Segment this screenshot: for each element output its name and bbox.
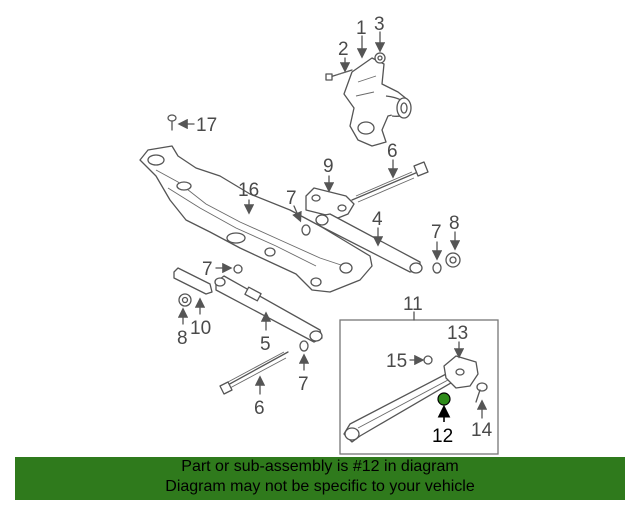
callout-6-lower: 6 — [254, 398, 265, 419]
callout-7-left: 7 — [202, 259, 213, 280]
callout-5: 5 — [260, 334, 271, 355]
bolt-part-17 — [167, 114, 177, 131]
callout-8-left: 8 — [177, 328, 188, 349]
callout-7-mid: 7 — [286, 188, 297, 209]
callout-17: 17 — [196, 115, 217, 136]
nut-part-15 — [423, 355, 433, 365]
adjust-link-part-5 — [214, 275, 323, 343]
highlighted-part-12 — [437, 392, 451, 406]
leader-lines — [177, 31, 488, 422]
info-banner: Part or sub-assembly is #12 in diagram D… — [15, 457, 625, 500]
bushing-part-8-left — [178, 293, 192, 307]
callout-13: 13 — [447, 323, 468, 344]
callout-11: 11 — [403, 294, 423, 315]
callout-6-upper: 6 — [387, 141, 398, 162]
callout-labels: 1 2 3 17 16 9 6 7 4 7 8 7 8 10 5 7 6 11 … — [177, 14, 493, 447]
callout-14: 14 — [471, 420, 493, 441]
callout-1: 1 — [356, 18, 367, 39]
callout-16: 16 — [238, 180, 259, 201]
banner-line-disclaimer: Diagram may not be specific to your vehi… — [165, 478, 475, 495]
callout-4: 4 — [372, 209, 383, 230]
bracket-part-9 — [305, 187, 355, 219]
nut-part-7-left — [233, 264, 243, 274]
nut-part-3 — [374, 52, 386, 64]
callout-9: 9 — [323, 156, 334, 177]
callout-12: 12 — [432, 426, 453, 447]
callout-15: 15 — [386, 351, 407, 372]
bolt-part-6-upper — [351, 161, 429, 203]
callout-3: 3 — [374, 14, 385, 35]
callout-7-lower: 7 — [298, 374, 309, 395]
nut-part-7-right — [432, 262, 442, 274]
bolt-part-14 — [475, 382, 488, 403]
bolt-part-6-lower — [219, 351, 289, 395]
banner-line-part-number: Part or sub-assembly is #12 in diagram — [181, 458, 459, 475]
bushing-part-8-right — [445, 252, 461, 268]
nut-part-7-lower — [299, 340, 309, 352]
callout-10: 10 — [190, 318, 211, 339]
callout-2: 2 — [338, 39, 349, 60]
plate-part-10 — [173, 267, 213, 295]
bolt-part-2 — [325, 69, 353, 81]
callout-8-right: 8 — [449, 213, 460, 234]
lateral-link-part-4 — [315, 213, 423, 274]
knuckle-part-1 — [343, 57, 412, 147]
crossmember-part-16 — [139, 145, 373, 293]
callout-7-right: 7 — [431, 222, 442, 243]
nut-part-7-mid — [301, 224, 311, 236]
